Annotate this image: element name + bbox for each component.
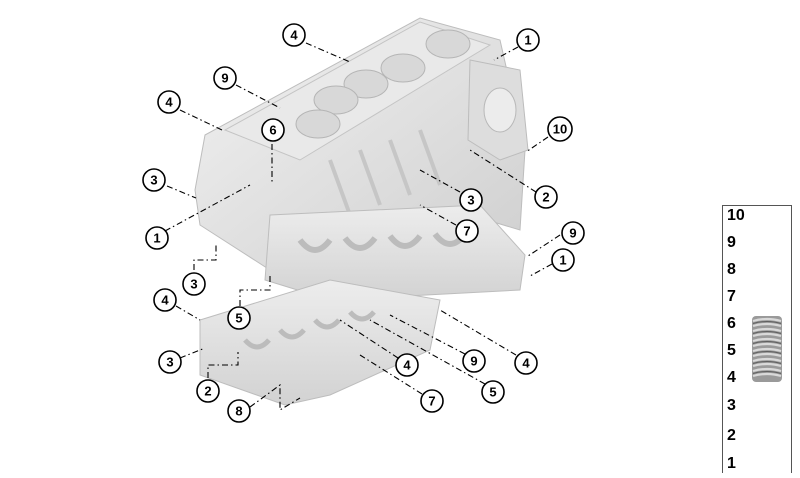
callout-8[interactable]: 8 xyxy=(227,399,251,423)
svg-text:7: 7 xyxy=(463,224,470,239)
callout-7[interactable]: 7 xyxy=(455,219,479,243)
svg-text:1: 1 xyxy=(153,231,160,246)
callout-1[interactable]: 1 xyxy=(551,248,575,272)
bearing-bedplate xyxy=(264,204,526,301)
legend-number[interactable]: 4 xyxy=(727,369,736,386)
legend-number[interactable]: 6 xyxy=(727,315,736,332)
callout-3[interactable]: 3 xyxy=(182,272,206,296)
svg-text:1: 1 xyxy=(559,253,566,268)
legend-number[interactable]: 8 xyxy=(727,261,736,278)
svg-text:3: 3 xyxy=(166,355,173,370)
svg-text:4: 4 xyxy=(165,95,173,110)
svg-text:3: 3 xyxy=(190,277,197,292)
legend-number[interactable]: 3 xyxy=(727,397,736,414)
callout-5[interactable]: 5 xyxy=(481,380,505,404)
callout-3[interactable]: 3 xyxy=(158,350,182,374)
callout-1[interactable]: 1 xyxy=(516,28,540,52)
legend-number[interactable]: 9 xyxy=(727,234,736,251)
callout-9[interactable]: 9 xyxy=(561,221,585,245)
legend-number[interactable]: 7 xyxy=(727,288,736,305)
svg-text:7: 7 xyxy=(428,394,435,409)
callout-7[interactable]: 7 xyxy=(420,389,444,413)
svg-text:9: 9 xyxy=(470,354,477,369)
svg-text:2: 2 xyxy=(204,384,211,399)
legend-number[interactable]: 2 xyxy=(727,427,736,444)
callout-4[interactable]: 4 xyxy=(282,23,306,47)
leader-lines xyxy=(164,42,561,411)
svg-text:4: 4 xyxy=(161,293,169,308)
legend-number[interactable]: 10 xyxy=(727,207,745,224)
callout-4[interactable]: 4 xyxy=(395,353,419,377)
callout-5[interactable]: 5 xyxy=(227,306,251,330)
svg-text:9: 9 xyxy=(221,71,228,86)
callout-9[interactable]: 9 xyxy=(462,349,486,373)
svg-text:6: 6 xyxy=(269,123,276,138)
svg-text:1: 1 xyxy=(524,33,531,48)
callout-10[interactable]: 10 xyxy=(547,116,573,142)
svg-text:4: 4 xyxy=(522,356,530,371)
callout-6[interactable]: 6 xyxy=(261,118,285,142)
spring-coil-icon xyxy=(752,316,782,382)
svg-text:3: 3 xyxy=(467,193,474,208)
callout-9[interactable]: 9 xyxy=(213,66,237,90)
svg-text:9: 9 xyxy=(569,226,576,241)
svg-text:4: 4 xyxy=(290,28,298,43)
callout-2[interactable]: 2 xyxy=(534,185,558,209)
callout-3[interactable]: 3 xyxy=(142,168,166,192)
svg-text:4: 4 xyxy=(403,358,411,373)
svg-text:5: 5 xyxy=(235,311,242,326)
callout-4[interactable]: 4 xyxy=(514,351,538,375)
parts-legend: 10 9 8 7 6 5 4 3 2 1 xyxy=(722,205,792,473)
legend-number[interactable]: 1 xyxy=(727,455,736,472)
callout-2[interactable]: 2 xyxy=(196,379,220,403)
svg-text:8: 8 xyxy=(235,404,242,419)
svg-text:2: 2 xyxy=(542,190,549,205)
callout-3[interactable]: 3 xyxy=(459,188,483,212)
legend-number[interactable]: 5 xyxy=(727,342,736,359)
lower-crankcase xyxy=(199,279,441,406)
callout-4[interactable]: 4 xyxy=(153,288,177,312)
svg-text:3: 3 xyxy=(150,173,157,188)
callout-1[interactable]: 1 xyxy=(145,226,169,250)
callout-4[interactable]: 4 xyxy=(157,90,181,114)
callouts: 4 1 9 4 10 6 3 2 3 1 7 9 1 3 4 5 3 4 9 4… xyxy=(142,23,585,423)
svg-text:5: 5 xyxy=(489,385,496,400)
svg-text:10: 10 xyxy=(553,122,567,137)
